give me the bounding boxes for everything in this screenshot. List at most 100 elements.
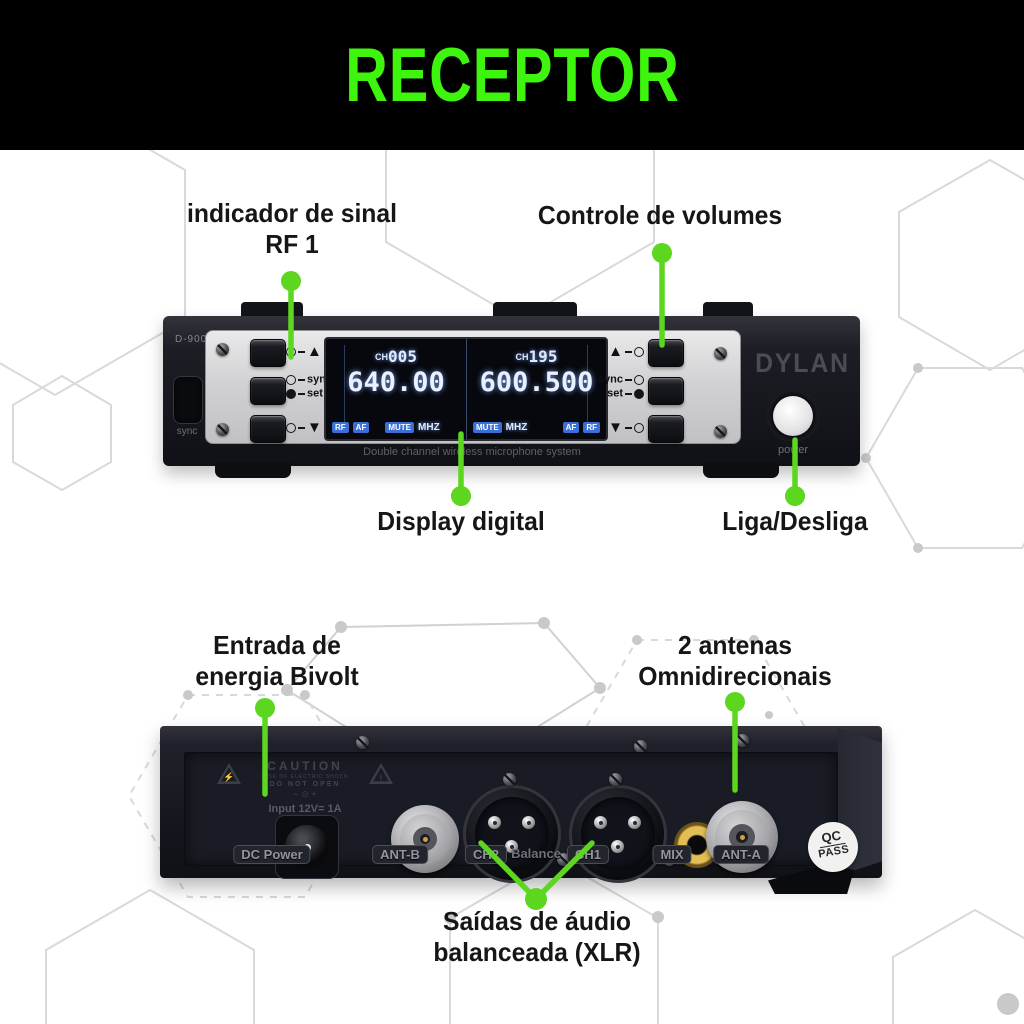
callout-antennas: 2 antenas Omnidirecionais bbox=[607, 630, 864, 692]
caution-block: ⚡ ! CAUTION RISK OF ELECTRIC SHOCK DO NO… bbox=[213, 759, 397, 815]
callout-power: Liga/Desliga bbox=[676, 506, 914, 537]
xlr-pin bbox=[522, 816, 535, 829]
set-indicator-label: set bbox=[307, 387, 323, 400]
callout-rf-indicator: indicador de sinal RF 1 bbox=[157, 198, 427, 260]
rubber-foot bbox=[215, 462, 291, 478]
mhz-unit: MHZ bbox=[505, 422, 528, 433]
callout-antennas-line2: Omnidirecionais bbox=[638, 661, 832, 692]
hexagon-top-right bbox=[898, 158, 1024, 372]
top-stub bbox=[493, 302, 577, 318]
callout-volume-label: Controle de volumes bbox=[537, 200, 783, 230]
indicator-down-right: ▼ bbox=[604, 419, 644, 436]
callout-power-input-line2: energia Bivolt bbox=[195, 661, 359, 692]
xlr-pin bbox=[488, 816, 501, 829]
xlr-connector-ch1 bbox=[569, 785, 667, 883]
sync-button bbox=[173, 376, 203, 424]
lcd-divider bbox=[344, 345, 345, 433]
polarity-symbol: − ⊙ + bbox=[293, 789, 317, 799]
sync-set-button-right bbox=[648, 377, 684, 405]
channel-down-button-left bbox=[250, 415, 286, 443]
indicator-dash bbox=[625, 426, 632, 429]
top-stub bbox=[703, 302, 753, 318]
indicator-dash bbox=[625, 392, 632, 395]
xlr-pin bbox=[594, 816, 607, 829]
led-icon bbox=[286, 374, 296, 385]
lcd-divider bbox=[587, 345, 588, 433]
callout-display: Display digital bbox=[337, 506, 586, 537]
callout-display-label: Display digital bbox=[377, 506, 545, 536]
model-number: D-9001 bbox=[175, 334, 214, 345]
sync-set-indicator-right: sync set bbox=[586, 373, 644, 401]
brand-logo: DYLAN bbox=[755, 348, 850, 378]
indicator-dash bbox=[298, 350, 305, 353]
screw-icon bbox=[634, 740, 647, 753]
af-badge: AF bbox=[352, 422, 370, 433]
callout-power-label: Liga/Desliga bbox=[722, 506, 868, 536]
hexagon-vertex-dots bbox=[183, 363, 1019, 1015]
indicator-dash bbox=[298, 392, 305, 395]
screw-icon bbox=[714, 425, 727, 438]
set-indicator-label: set bbox=[607, 387, 623, 400]
page-title: RECEPTOR bbox=[344, 32, 680, 118]
port-label-balance: Balance bbox=[511, 846, 561, 861]
lcd-display: CH005 640.00 RF AF MUTE MHZ CH195 600.50… bbox=[324, 337, 608, 441]
top-stub bbox=[241, 302, 303, 318]
callout-outputs-line2: balanceada (XLR) bbox=[433, 937, 641, 968]
port-label-ch1: CH1 bbox=[566, 845, 610, 864]
led-icon bbox=[634, 388, 644, 399]
xlr-connector-ch2 bbox=[463, 785, 561, 883]
lcd-frequency: 640.00 bbox=[347, 367, 445, 398]
led-icon bbox=[286, 422, 296, 433]
power-button-label: power bbox=[778, 444, 808, 456]
callout-rf-line2: RF 1 bbox=[265, 229, 319, 260]
mute-badge: MUTE bbox=[473, 422, 502, 433]
screw-icon bbox=[216, 343, 229, 356]
lcd-frequency: 600.500 bbox=[479, 367, 594, 398]
screw-icon bbox=[503, 773, 516, 786]
screw-icon bbox=[216, 423, 229, 436]
down-arrow-icon: ▼ bbox=[307, 419, 322, 436]
callout-outputs: Saídas de áudio balanceada (XLR) bbox=[397, 906, 676, 968]
power-button bbox=[773, 396, 813, 436]
callout-antennas-line1: 2 antenas bbox=[678, 630, 792, 660]
screw-icon bbox=[609, 773, 622, 786]
up-arrow-icon: ▲ bbox=[608, 343, 623, 360]
led-icon bbox=[286, 388, 296, 399]
sync-set-button-left bbox=[250, 377, 286, 405]
led-icon bbox=[634, 346, 644, 357]
sync-button-label: sync bbox=[176, 426, 198, 437]
screw-icon bbox=[714, 347, 727, 360]
led-icon bbox=[286, 346, 296, 357]
up-arrow-icon: ▲ bbox=[307, 343, 322, 360]
screw-icon bbox=[356, 736, 369, 749]
lcd-ch-number: 005 bbox=[388, 347, 417, 366]
callout-power-input: Entrada de energia Bivolt bbox=[166, 630, 388, 692]
volume-down-button-right bbox=[648, 415, 684, 443]
mhz-unit: MHZ bbox=[418, 422, 440, 433]
input-rating: Input 12V= 1A bbox=[268, 803, 342, 815]
caution-open-text: DO NOT OPEN bbox=[269, 781, 341, 788]
hexagon-top-left bbox=[0, 93, 186, 397]
front-tagline: Double channel wireless microphone syste… bbox=[363, 446, 581, 458]
af-badge: AF bbox=[562, 422, 580, 433]
callout-outputs-line1: Saídas de áudio bbox=[442, 906, 632, 936]
xlr-pin bbox=[628, 816, 641, 829]
lcd-channel-2: CH195 600.500 MUTE MHZ AF RF bbox=[466, 339, 606, 439]
down-arrow-icon: ▼ bbox=[608, 419, 623, 436]
port-label-ant-b: ANT-B bbox=[372, 845, 428, 864]
callout-volume: Controle de volumes bbox=[525, 200, 795, 231]
lcd-ch-number: 195 bbox=[528, 347, 558, 366]
indicator-dash bbox=[298, 378, 305, 381]
front-faceplate: ▲ sync set ▼ CH005 640.00 RF AF MUTE MHZ bbox=[205, 330, 741, 444]
rf-badge: RF bbox=[583, 422, 600, 433]
sync-indicator-label: sync bbox=[597, 373, 623, 386]
channel-up-button-left bbox=[250, 339, 286, 367]
mute-badge: MUTE bbox=[385, 422, 415, 433]
receiver-front-view: D-9001 sync ▲ sync set ▼ CH005 640.00 bbox=[163, 302, 860, 478]
port-label-mix: MIX bbox=[652, 845, 692, 864]
receiver-rear-view: ⚡ ! CAUTION RISK OF ELECTRIC SHOCK DO NO… bbox=[160, 726, 882, 894]
port-label-ch2: CH2 bbox=[464, 845, 508, 864]
hexagon-left-small bbox=[12, 374, 112, 492]
caution-title: CAUTION bbox=[267, 759, 343, 773]
